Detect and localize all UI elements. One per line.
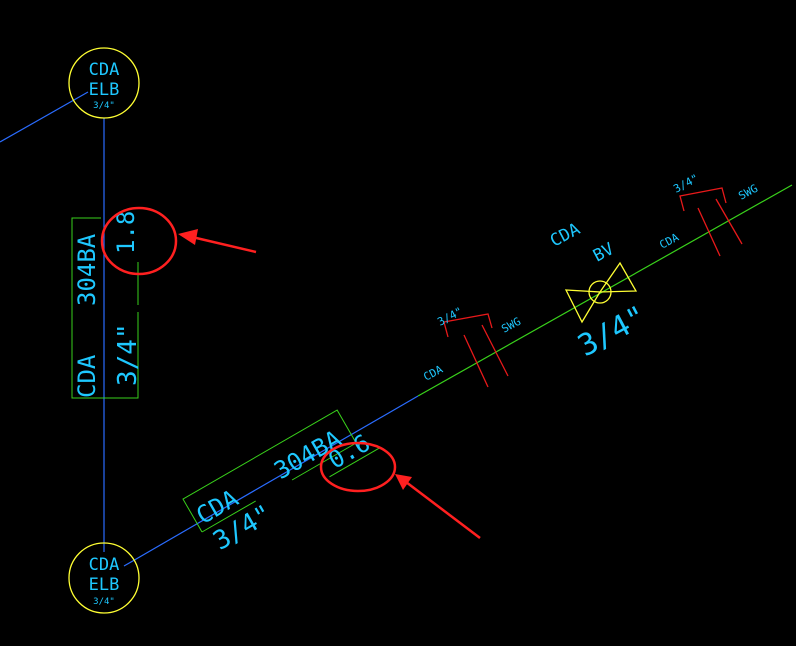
- elbow-bottom-service: CDA: [89, 555, 120, 575]
- ball-valve[interactable]: CDA BV 3/4": [547, 219, 653, 364]
- swage-left-service: CDA: [421, 363, 445, 384]
- vertical-pipe-tag[interactable]: CDA 304BA 3/4" 1.8: [71, 211, 143, 399]
- elbow-top-size: 3/4": [93, 101, 115, 111]
- vertical-tag-material: 304BA: [73, 233, 101, 306]
- elbow-bottom-type: ELB: [89, 575, 120, 595]
- elbow-symbol-top[interactable]: CDA ELB 3/4": [68, 47, 140, 119]
- green-pipe-diagonal[interactable]: [417, 184, 793, 397]
- valve-size: 3/4": [572, 299, 652, 364]
- valve-type: BV: [590, 239, 617, 266]
- blue-pipe-left-stub[interactable]: [0, 91, 89, 143]
- elbow-bottom-size: 3/4": [93, 597, 115, 607]
- highlight-arrow-diagonal-length: [395, 474, 481, 539]
- swage-left-size: 3/4": [435, 305, 465, 329]
- swage-left-type: SWG: [499, 315, 523, 336]
- valve-service: CDA: [547, 219, 584, 251]
- elbow-top-service: CDA: [89, 60, 120, 80]
- swage-right-size: 3/4": [671, 172, 701, 196]
- diagonal-pipe-tag[interactable]: CDA 304BA 3/4" 0.6: [182, 401, 388, 560]
- elbow-top-type: ELB: [89, 80, 120, 100]
- highlight-circle-diagonal-length: [319, 441, 397, 493]
- highlight-circle-vertical-length: [100, 206, 178, 276]
- swage-right-type: SWG: [736, 182, 760, 203]
- vertical-tag-size: 3/4": [113, 323, 143, 386]
- vertical-tag-service: CDA: [73, 354, 101, 398]
- elbow-symbol-bottom[interactable]: CDA ELB 3/4": [68, 542, 140, 614]
- highlight-arrow-vertical-length: [178, 229, 257, 254]
- swage-right-service: CDA: [657, 231, 681, 252]
- swage-fitting-right[interactable]: 3/4" SWG CDA: [657, 172, 760, 257]
- vertical-tag-length: 1.8: [112, 211, 140, 254]
- blue-pipe-diagonal[interactable]: [123, 395, 419, 567]
